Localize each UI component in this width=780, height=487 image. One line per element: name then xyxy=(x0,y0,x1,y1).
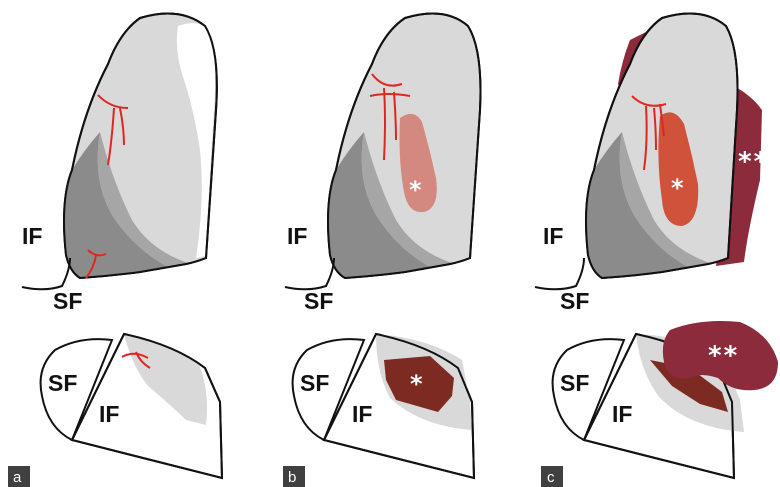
panel-a-bottom-view: SF IF xyxy=(41,334,222,478)
sf-label: SF xyxy=(53,288,82,314)
extension-marker-bottom: ** xyxy=(708,341,739,371)
panel-letter: b xyxy=(288,469,296,486)
panel-b: * IF SF * SF IF b xyxy=(283,14,481,487)
panel-a-top-view: IF SF xyxy=(22,14,217,315)
if-label-bottom: IF xyxy=(99,401,119,427)
panel-b-top-view: * IF SF xyxy=(285,14,481,315)
if-label-bottom: IF xyxy=(352,401,372,427)
if-label: IF xyxy=(543,223,563,249)
lesion-marker: * xyxy=(409,176,422,204)
panel-c-bottom-view: ** SF IF xyxy=(553,321,778,478)
lesion-marker: * xyxy=(671,174,684,202)
sf-label-bottom: SF xyxy=(300,370,329,396)
panel-c-top-view: * ** IF SF xyxy=(535,14,769,315)
sf-line xyxy=(285,258,334,289)
panel-a: IF SF SF IF a xyxy=(8,14,222,487)
panel-letter: c xyxy=(547,469,555,486)
sf-label-bottom: SF xyxy=(48,370,77,396)
panel-c: * ** IF SF ** SF IF c xyxy=(535,14,778,487)
sf-label-bottom: SF xyxy=(560,370,589,396)
sf-label: SF xyxy=(560,288,589,314)
if-label: IF xyxy=(22,223,42,249)
if-label-bottom: IF xyxy=(612,401,632,427)
sf-line xyxy=(22,258,70,289)
panel-b-bottom-view: * SF IF xyxy=(293,334,474,478)
lesion-marker-bottom: * xyxy=(410,370,423,398)
if-label: IF xyxy=(287,223,307,249)
sf-line xyxy=(535,258,584,289)
extension-marker: ** xyxy=(738,147,769,177)
panel-letter: a xyxy=(13,469,22,486)
sf-label: SF xyxy=(304,288,333,314)
